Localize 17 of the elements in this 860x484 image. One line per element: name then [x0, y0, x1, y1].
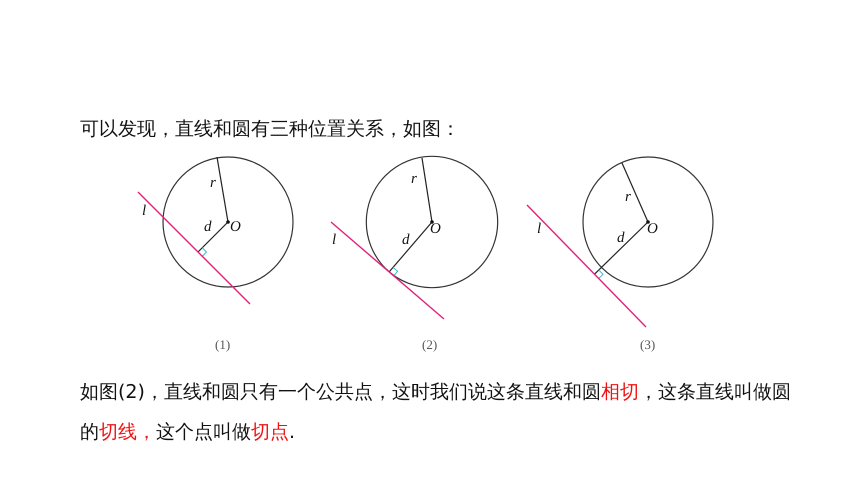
- figure-caption: (3): [640, 338, 656, 351]
- distance-label: d: [204, 220, 212, 235]
- center-label: O: [430, 222, 441, 237]
- center-label: O: [230, 220, 241, 235]
- body-paragraph: 如图(2)，直线和圆只有一个公共点，这时我们说这条直线和圆相切，这条直线叫做圆的切线，这个点叫做切点.: [80, 380, 792, 445]
- distance-label: d: [402, 233, 410, 248]
- heading-text: 可以发现，直线和圆有三种位置关系，如图：: [80, 117, 460, 142]
- line-label: l: [332, 233, 336, 248]
- radius-label: r: [625, 190, 631, 205]
- center-label: O: [647, 222, 658, 237]
- distance-label: d: [617, 231, 624, 246]
- line-label: l: [142, 204, 146, 219]
- figure-caption: (2): [422, 338, 438, 351]
- radius-label: r: [210, 176, 216, 191]
- line-label: l: [537, 222, 542, 237]
- radius-label: r: [411, 172, 417, 187]
- figure-caption: (1): [215, 338, 230, 351]
